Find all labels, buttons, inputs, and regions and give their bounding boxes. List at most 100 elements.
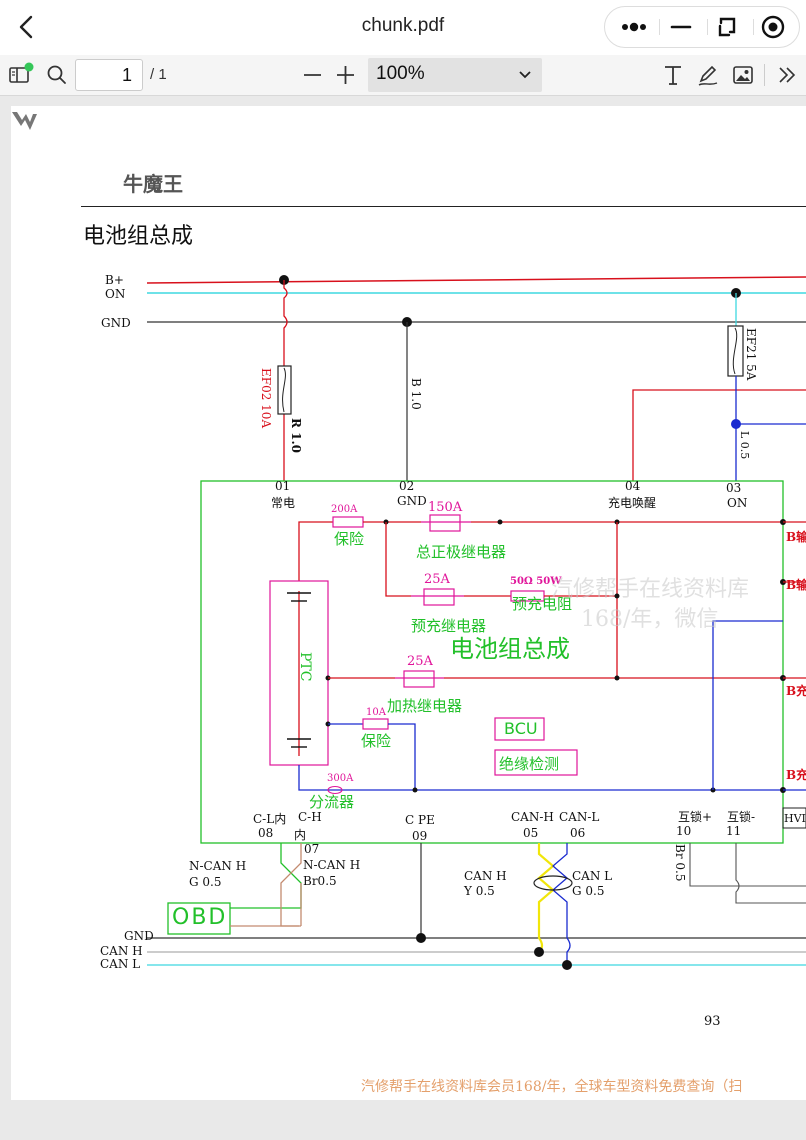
text-tool-icon[interactable]: [660, 62, 686, 88]
document-viewer[interactable]: 牛魔王 电池组总成: [0, 96, 806, 1140]
wire-l05-label: L 0.5: [738, 431, 751, 460]
page-number-input[interactable]: 1: [75, 59, 143, 91]
fuse-200a-label: 保险: [334, 530, 365, 548]
can-l-label: CAN L: [572, 869, 613, 883]
fuse-ef21-label: EF21 5A: [744, 328, 758, 381]
right-label-3: B充: [786, 684, 806, 698]
can-l-wire: G 0.5: [572, 884, 605, 898]
insulation-label: 绝缘检测: [499, 755, 560, 773]
br05-label: Br 0.5: [673, 844, 687, 882]
ncan-h-right-label: N-CAN H: [303, 858, 361, 872]
pin-08-num: 08: [258, 826, 274, 840]
rail-gnd-label: GND: [101, 316, 131, 330]
pin-10-num: 10: [676, 824, 692, 838]
search-icon[interactable]: [44, 62, 70, 88]
pin-04-label: 充电唤醒: [608, 496, 657, 510]
pin-ch-name: C-H: [298, 810, 322, 824]
watermark-2: 168/年，微信: [581, 607, 719, 632]
bottom-gnd-label: GND: [124, 929, 154, 943]
notification-dot-icon: [24, 62, 34, 72]
image-tool-icon[interactable]: [730, 62, 756, 88]
pin-interlock-minus-name: 互锁-: [727, 810, 756, 824]
fuse-10a-label: 保险: [361, 732, 392, 750]
fuse-200a-value: 200A: [331, 504, 358, 515]
pin-interlock-plus-name: 互锁+: [678, 810, 713, 824]
pin-05-num: 05: [523, 826, 539, 840]
pin-cl-name: C-L内: [253, 812, 287, 826]
pdf-page: 牛魔王 电池组总成: [11, 106, 806, 1100]
zoom-select[interactable]: 100%: [368, 58, 542, 92]
zoom-value: 100%: [376, 63, 425, 84]
pin-canh-name: CAN-H: [511, 810, 554, 824]
hvil-label: HVI: [784, 812, 806, 825]
bottom-canl-label: CAN L: [100, 957, 141, 971]
right-label-2: B输: [786, 578, 806, 592]
relay-precharge-value: 25A: [424, 572, 450, 587]
relay-main-label: 总正极继电器: [416, 543, 507, 561]
wire-r10-label: R 1.0: [289, 418, 303, 454]
page-number: 93: [704, 1014, 721, 1029]
pin-ch-num: 内: [294, 828, 307, 842]
draw-pen-icon[interactable]: [695, 62, 721, 88]
fuse-10a-value: 10A: [366, 707, 386, 718]
footer-note: 汽修帮手在线资料库会员168/年，全球车型资料免费查询（扫: [361, 1079, 743, 1095]
obd-label: OBD: [172, 905, 228, 930]
bottom-canh-label: CAN H: [100, 944, 143, 958]
right-label-1: B输: [786, 530, 806, 544]
sidebar-toggle-icon[interactable]: [8, 62, 34, 88]
relay-150a-value: 150A: [428, 500, 463, 515]
shunt-value: 300A: [327, 773, 354, 784]
pin-04-num: 04: [625, 479, 641, 493]
minimize-icon[interactable]: [657, 7, 705, 47]
relay-precharge-label: 预充继电器: [411, 617, 487, 635]
expand-double-chevron-icon[interactable]: [774, 62, 800, 88]
bcu-label: BCU: [504, 719, 538, 738]
rail-on-label: ON: [105, 287, 126, 301]
can-h-wire: Y 0.5: [464, 884, 495, 898]
page-title: 电池组总成: [83, 224, 194, 249]
window-capsule: [604, 6, 800, 48]
pin-03-label: ON: [727, 496, 748, 510]
page-total: / 1: [150, 66, 167, 83]
shunt-label: 分流器: [309, 793, 355, 811]
pin-03-num: 03: [726, 481, 742, 495]
wire-b10-label: B 1.0: [409, 378, 423, 410]
ncan-h-left-label: N-CAN H: [189, 859, 247, 873]
right-label-4: B充: [786, 768, 806, 782]
rail-bplus-label: B+: [105, 273, 124, 287]
resistor-value: 50Ω 50W: [510, 576, 562, 587]
pin-01-label: 常电: [271, 496, 296, 510]
close-target-icon[interactable]: [749, 7, 797, 47]
file-title: chunk.pdf: [361, 15, 445, 36]
pin-09-num: 09: [412, 829, 428, 843]
zoom-out-icon[interactable]: [301, 61, 325, 89]
pin-cpe-name: C PE: [405, 813, 435, 827]
pin-canl-name: CAN-L: [559, 810, 600, 824]
logo-text: 牛魔王: [123, 172, 183, 196]
pdf-toolbar: 1 / 1 100%: [0, 55, 806, 96]
pin-06-num: 06: [570, 826, 586, 840]
fuse-ef02-label: EF02 10A: [259, 368, 273, 429]
zoom-in-icon[interactable]: [334, 61, 358, 89]
pin-02-label: GND: [397, 494, 427, 508]
relay-heat-value: 25A: [407, 654, 433, 669]
pin-01-num: 01: [275, 479, 291, 493]
pin-02-num: 02: [399, 479, 415, 493]
wiring-diagram: [146, 275, 806, 970]
more-dots-icon[interactable]: [609, 7, 657, 47]
resistor-label: 预充电阻: [512, 595, 573, 613]
restore-icon[interactable]: [703, 7, 751, 47]
ptc-label: PTC: [297, 652, 313, 682]
pin-07-num: 07: [304, 842, 320, 856]
header-rule: [81, 206, 806, 207]
relay-heat-label: 加热继电器: [387, 697, 463, 715]
chevron-down-icon: [519, 71, 531, 79]
assembly-label: 电池组总成: [450, 635, 570, 663]
can-h-label: CAN H: [464, 869, 507, 883]
ncan-h-right-wire: Br0.5: [303, 874, 337, 888]
title-bar: chunk.pdf: [0, 0, 806, 55]
back-arrow-icon[interactable]: [14, 14, 40, 40]
ncan-h-left-wire: G 0.5: [189, 875, 222, 889]
logo-bull-icon: [12, 112, 37, 130]
pin-11-num: 11: [726, 824, 742, 838]
